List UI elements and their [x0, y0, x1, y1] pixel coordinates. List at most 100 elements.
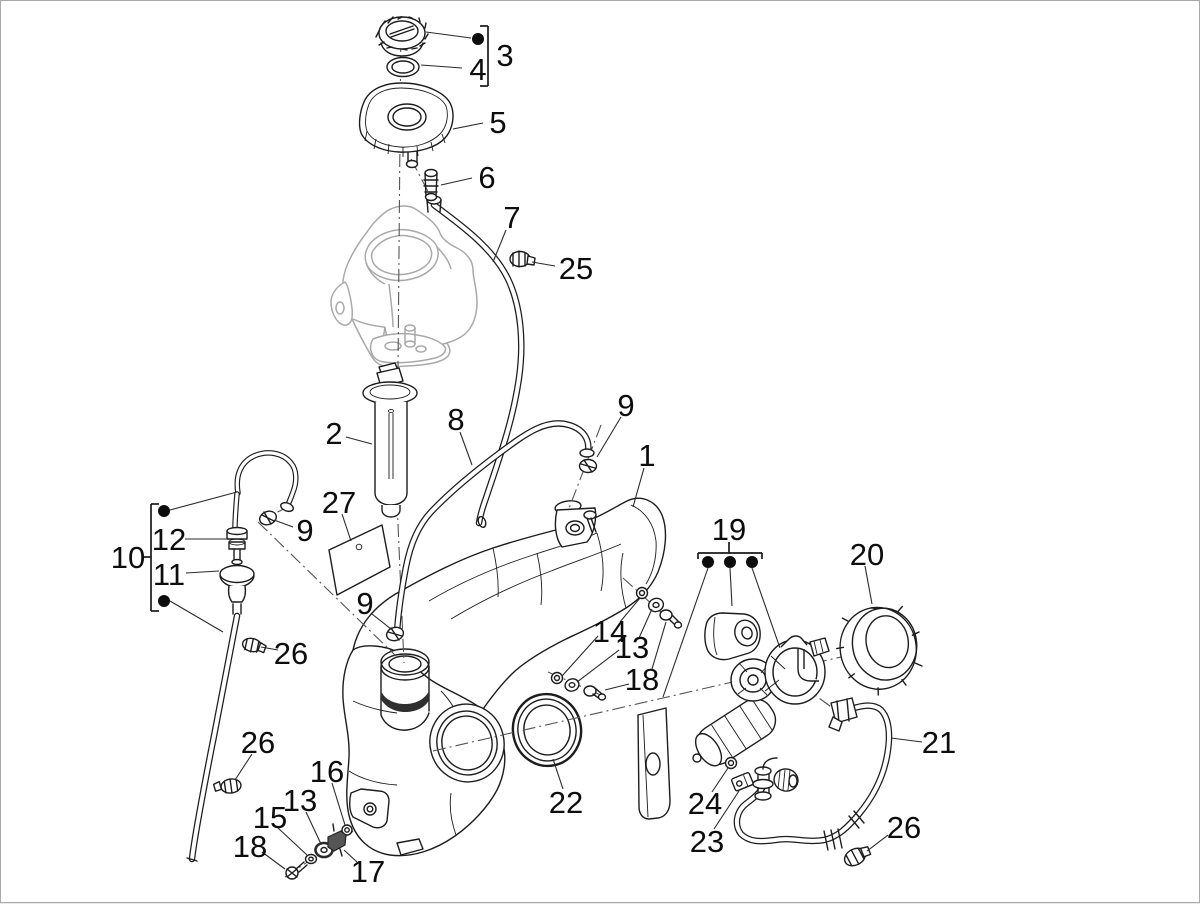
leader-line — [261, 851, 286, 870]
drain-hose-assembly-10 — [186, 450, 299, 863]
part-number-label: 20 — [850, 537, 884, 572]
callout-1: 1 — [632, 438, 656, 508]
hose-clip-26-bottom-right — [843, 846, 872, 867]
part-number-label: 22 — [549, 785, 583, 820]
leader-line — [596, 416, 622, 458]
fuel-level-sender-2 — [362, 362, 418, 518]
leader-line — [552, 758, 564, 790]
callout-23: 23 — [690, 790, 740, 859]
leader-line — [531, 261, 556, 267]
part-number-label: 26 — [241, 725, 275, 760]
part-number-label: 9 — [356, 586, 373, 621]
callout-bullet — [158, 505, 170, 517]
part-number-label: 11 — [153, 557, 185, 592]
hose-fitting-6 — [423, 168, 439, 202]
leader-line — [185, 570, 220, 574]
leader-line — [452, 122, 484, 130]
leader-line — [619, 597, 641, 623]
leader-line — [371, 613, 392, 630]
clamp-bracket — [731, 772, 754, 792]
delivery-hose-21 — [724, 697, 893, 851]
part-number-label: 23 — [690, 824, 724, 859]
part-number-label: 6 — [478, 160, 495, 195]
part-number-label: 7 — [503, 200, 520, 235]
callout-15: 15 — [253, 800, 308, 856]
elbow-fitting-23 — [752, 757, 799, 801]
fuel-hose-8 — [393, 420, 595, 637]
callout-27: 27 — [322, 485, 356, 542]
callout-10: 10 — [111, 491, 238, 633]
leader-line — [864, 565, 873, 605]
hardware-upper-right — [635, 586, 683, 629]
callout-26: 26 — [260, 636, 308, 671]
callout-16: 16 — [310, 754, 346, 826]
leader-line — [632, 467, 645, 508]
callout-4: 4 — [420, 52, 487, 87]
grommet-9-top — [578, 458, 598, 474]
nut-24 — [724, 756, 738, 770]
grommet-9-left — [259, 510, 277, 526]
leader-line — [604, 683, 630, 691]
hardware-bottom-left — [285, 823, 353, 880]
leader-line — [492, 229, 507, 263]
callout-19: 19 — [662, 512, 781, 698]
part-number-label: 9 — [617, 388, 634, 423]
part-number-label: 16 — [310, 754, 344, 789]
hose-connector — [828, 697, 858, 732]
leader-line — [277, 827, 308, 856]
callout-21: 21 — [890, 725, 956, 760]
callout-24: 24 — [688, 767, 729, 821]
grommet-9-mid — [385, 626, 405, 642]
ring-nut-20 — [835, 605, 923, 696]
leader-line — [343, 849, 358, 863]
part-number-label: 8 — [447, 402, 464, 437]
callout-26: 26 — [234, 725, 275, 781]
leader-line — [273, 519, 294, 528]
fuel-pump-assembly-19 — [692, 612, 830, 767]
part-number-label: 5 — [489, 105, 506, 140]
valve-11 — [219, 558, 255, 615]
callout-13: 13 — [576, 608, 653, 683]
callout-18: 18 — [233, 829, 286, 870]
callout-14: 14 — [561, 597, 641, 677]
part-number-label: 3 — [496, 38, 513, 73]
callout-25: 25 — [531, 251, 593, 286]
callout-8: 8 — [447, 402, 473, 466]
leader-line — [576, 649, 620, 683]
leader-line — [169, 491, 238, 511]
hose-clip-26-left-lower — [212, 778, 242, 794]
leader-line — [713, 790, 740, 830]
callout-20: 20 — [850, 537, 884, 605]
part-number-label: 1 — [638, 438, 655, 473]
cap-gasket-4 — [386, 56, 420, 78]
part-number-label: 13 — [283, 783, 317, 818]
leader-line — [440, 177, 473, 186]
leader-line — [866, 834, 889, 852]
part-number-label: 12 — [152, 522, 186, 557]
mounting-plate — [637, 707, 671, 820]
callout-bullet — [472, 33, 484, 45]
part-number-label: 17 — [351, 854, 385, 889]
part-number-label: 19 — [712, 512, 746, 547]
callout-bullet — [724, 556, 736, 568]
leader-line — [638, 608, 653, 639]
leader-line — [751, 567, 781, 649]
part-number-label: 24 — [688, 786, 722, 821]
leader-line — [234, 753, 253, 781]
callout-11: 11 — [153, 557, 220, 592]
leader-line — [420, 64, 463, 69]
callout-9: 9 — [596, 388, 635, 458]
label-plate-27 — [328, 524, 391, 596]
leader-line — [169, 600, 224, 633]
callout-5: 5 — [452, 105, 507, 140]
part-number-label: 10 — [111, 540, 145, 575]
leader-line — [425, 31, 472, 39]
leader-line — [890, 737, 923, 743]
leader-line — [260, 646, 279, 651]
seal-ring-22 — [511, 692, 583, 768]
part-number-label: 21 — [922, 725, 956, 760]
part-number-label: 9 — [296, 513, 313, 548]
filler-basin-5 — [358, 82, 454, 169]
